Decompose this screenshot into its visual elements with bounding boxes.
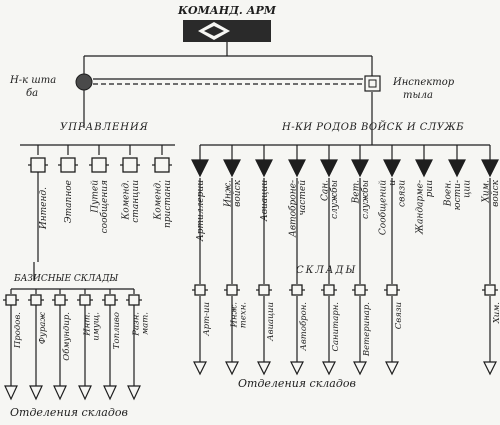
branch-chief-node bbox=[320, 159, 338, 178]
depot-node bbox=[194, 284, 206, 296]
branch-chief-label: Сан.службы bbox=[320, 180, 340, 219]
depot-arrow bbox=[385, 361, 399, 376]
depot-arrow bbox=[322, 361, 336, 376]
branch-chiefs-heading: Н-КИ РОДОВ ВОЙСК И СЛУЖБ bbox=[281, 121, 464, 133]
branch-chiefs-group: Артиллерии Инж.войск Авиации Автоброне-част… bbox=[191, 133, 500, 242]
depot-label: Инж.техн. bbox=[230, 302, 249, 328]
directorate-label: Коменд.пристани bbox=[153, 180, 173, 228]
depot-label: Хим. bbox=[492, 302, 500, 324]
chief-of-staff-node bbox=[75, 73, 93, 91]
base-depot-arrow bbox=[29, 385, 43, 401]
top-connectors bbox=[83, 42, 373, 133]
base-depot-node bbox=[79, 294, 91, 306]
base-depot-arrow bbox=[103, 385, 117, 401]
depot-node bbox=[354, 284, 366, 296]
branch-chief-node bbox=[288, 159, 306, 178]
base-depot-label: Фураж bbox=[38, 312, 48, 344]
base-depot-label: Обмундир. bbox=[61, 312, 72, 361]
commander-title: КОМАНД. АРМ bbox=[177, 4, 277, 17]
base-depot-label: Топливо bbox=[112, 312, 122, 349]
base-depot-node bbox=[54, 294, 66, 306]
depot-arrow bbox=[353, 361, 367, 376]
directorate-label: Этапное bbox=[64, 180, 74, 223]
footer-left: Отделения складов bbox=[10, 406, 128, 419]
depot-label: Авиации bbox=[266, 302, 276, 342]
branch-chief-label: Воен.юсти-ции bbox=[444, 180, 473, 211]
branch-chief-label: Вет.службы bbox=[351, 180, 371, 219]
base-depot-label: Продов. bbox=[13, 312, 23, 349]
base-depot-label: Разн.мат. bbox=[132, 312, 151, 337]
branch-chief-label: Авиации bbox=[260, 180, 270, 222]
depot-node bbox=[386, 284, 398, 296]
branch-chief-node bbox=[351, 159, 369, 178]
branch-chief-node bbox=[191, 159, 209, 178]
directorates-heading: УПРАВЛЕНИЯ bbox=[60, 122, 149, 133]
depot-label: Санитарн. bbox=[331, 302, 341, 352]
base-depot-label: Инт.имущ. bbox=[83, 312, 102, 341]
depot-node bbox=[323, 284, 335, 296]
base-depot-node bbox=[30, 294, 42, 306]
branch-chief-node bbox=[383, 159, 401, 178]
inspector-node bbox=[364, 75, 381, 92]
branch-chief-node bbox=[448, 159, 466, 178]
branch-chief-label: Сообщенийисвязи bbox=[378, 180, 408, 235]
directorate-node bbox=[60, 157, 76, 173]
depot-arrow bbox=[193, 361, 207, 376]
base-depots-heading: БАЗИСНЫЕ СКЛАДЫ bbox=[13, 274, 118, 284]
branch-chief-label: Жандарме-рии bbox=[415, 180, 435, 235]
base-depots-group: Продов. Фураж Обмундир. Инт.имущ. Топливо Раз… bbox=[3, 288, 151, 401]
directorates-group: Этапное Путейсообщения Коменд.станции Комен… bbox=[20, 144, 175, 280]
directorate-node bbox=[122, 157, 138, 173]
base-depot-node bbox=[104, 294, 116, 306]
branch-chief-label: Автоброне-частей bbox=[287, 180, 308, 238]
branch-chief-node bbox=[223, 159, 241, 178]
directorate-node bbox=[154, 157, 170, 173]
branch-chief-label: Хим.войск bbox=[481, 179, 500, 206]
directorate-node bbox=[30, 157, 46, 173]
directorate-node bbox=[91, 157, 107, 173]
depot-label: Арт-ии bbox=[202, 302, 212, 337]
footer-right: Отделения складов bbox=[238, 377, 356, 390]
branch-chief-label: Артиллерии bbox=[196, 180, 206, 242]
inspector-node-inner bbox=[368, 79, 377, 88]
base-depot-arrow bbox=[127, 385, 141, 401]
base-depot-arrow bbox=[4, 385, 18, 401]
depot-label: Автоброн. bbox=[298, 302, 309, 352]
depot-arrow bbox=[483, 361, 497, 376]
depot-node bbox=[226, 284, 238, 296]
directorate-label: Коменд.станции bbox=[121, 180, 140, 223]
depot-arrow bbox=[257, 361, 271, 376]
branch-chief-node bbox=[255, 159, 273, 178]
directorate-label: Путейсообщения bbox=[90, 180, 110, 234]
depot-arrow bbox=[225, 361, 239, 376]
base-depot-node bbox=[5, 294, 17, 306]
branch-chief-label: Инж.войск bbox=[223, 179, 243, 207]
depot-label: Ветеринар. bbox=[362, 302, 372, 357]
depots-heading: СКЛАДЫ bbox=[296, 265, 357, 276]
directorate-label: Интенд. bbox=[39, 187, 49, 230]
depot-node bbox=[291, 284, 303, 296]
base-depot-arrow bbox=[53, 385, 67, 401]
depot-node bbox=[258, 284, 270, 296]
commander-emblem bbox=[198, 22, 230, 40]
depot-node bbox=[484, 284, 496, 296]
base-depot-node bbox=[128, 294, 140, 306]
branch-chief-node bbox=[481, 159, 499, 178]
depot-arrow bbox=[290, 361, 304, 376]
depot-label: Связи bbox=[394, 302, 404, 329]
base-depot-arrow bbox=[78, 385, 92, 401]
branch-chief-node bbox=[415, 159, 433, 178]
